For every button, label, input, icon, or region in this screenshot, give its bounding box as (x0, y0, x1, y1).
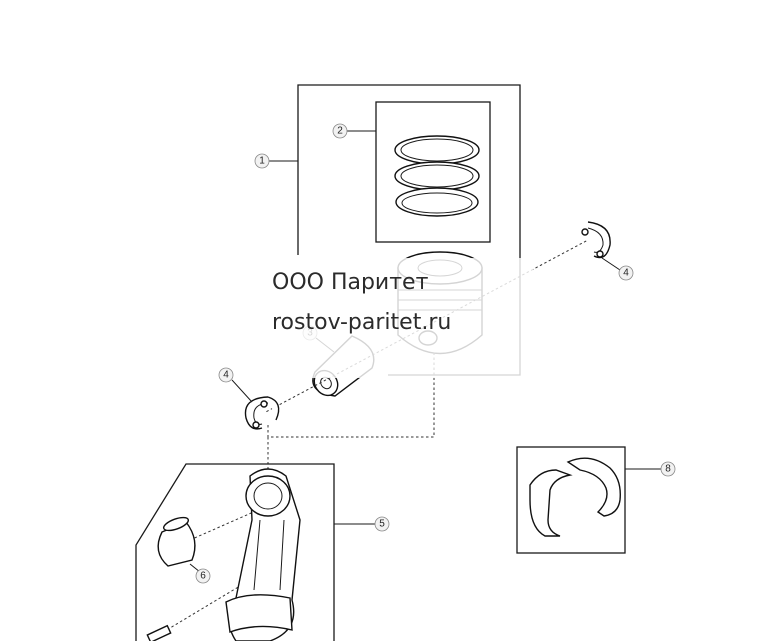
callout-5: 5 (374, 516, 390, 532)
connecting-rod (225, 468, 301, 641)
snap-ring-lower (244, 396, 280, 430)
callout-8: 8 (660, 461, 676, 477)
watermark: ООО Паритет rostov-paritet.ru (248, 258, 533, 378)
callout-1-label: 1 (259, 156, 265, 167)
assembly-axis-lines (149, 239, 589, 641)
callout-1: 1 (254, 153, 270, 169)
callout-4-lower-label: 4 (223, 370, 229, 381)
callout-5-label: 5 (379, 519, 385, 530)
small-end-bushing (157, 516, 196, 567)
rod-bolt (146, 624, 172, 641)
callout-8-label: 8 (665, 464, 671, 475)
callout-6: 6 (195, 568, 211, 584)
callout-2: 2 (332, 123, 348, 139)
callout-4-upper-label: 4 (623, 268, 629, 279)
watermark-company: ООО Паритет (272, 270, 429, 295)
piston-ring-box (375, 101, 491, 243)
callout-2-label: 2 (337, 126, 343, 137)
callout-6-label: 6 (200, 571, 206, 582)
bearing-shells-box (516, 446, 626, 554)
watermark-website: rostov-paritet.ru (272, 310, 452, 335)
callout-4-upper: 4 (618, 265, 634, 281)
snap-ring-upper (581, 221, 611, 259)
connecting-rod-frame (135, 463, 335, 641)
callout-4-lower: 4 (218, 367, 234, 383)
